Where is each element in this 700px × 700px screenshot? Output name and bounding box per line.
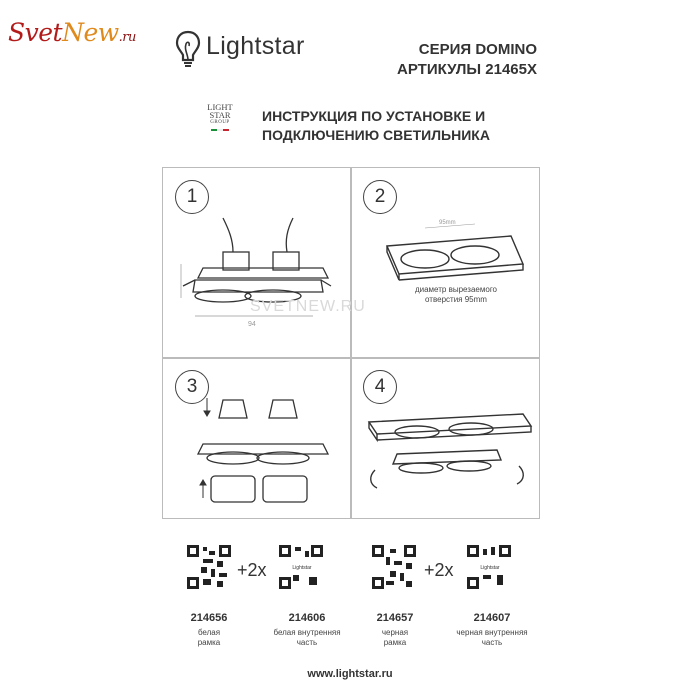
step-number: 2: [363, 180, 397, 214]
step-1-dim-label: 94: [248, 321, 256, 328]
article-desc-line1: белая: [197, 628, 221, 637]
article-number: 214657: [376, 612, 414, 624]
step-1-illustration: 94: [180, 217, 332, 328]
qr-center-label: Lightstar: [480, 565, 500, 571]
step-number: 1: [175, 180, 209, 214]
articles-title: АРТИКУЛЫ 21465X: [397, 61, 537, 78]
article-desc: белая рамка: [154, 628, 264, 648]
series-info: СЕРИЯ DOMINO АРТИКУЛЫ 21465X: [397, 40, 537, 80]
series-title: СЕРИЯ DOMINO: [418, 41, 537, 58]
article-desc-line1: черная: [381, 628, 409, 637]
article-desc: черная внутренняя часть: [437, 628, 547, 648]
article-number: 214606: [288, 612, 326, 624]
cutout-note-line1: диаметр вырезаемого: [414, 285, 498, 294]
multiplier-label: +2x: [424, 560, 454, 580]
step-2-dim-label: 95mm: [439, 220, 456, 226]
svetnew-mid: New: [62, 18, 119, 47]
instruction-title: ИНСТРУКЦИЯ ПО УСТАНОВКЕ И ПОДКЛЮЧЕНИЮ СВ…: [262, 107, 490, 145]
article-desc: белая внутренняя часть: [252, 628, 362, 648]
svetnew-suffix: .ru: [118, 30, 137, 45]
instruction-line1: ИНСТРУКЦИЯ ПО УСТАНОВКЕ И: [262, 108, 486, 124]
article-number: 214607: [473, 612, 511, 624]
step-panel-2: 2 95mm диаметр вырезаемого отверстия 95m…: [350, 167, 540, 359]
group-logo-line3: GROUP: [210, 120, 230, 125]
step-3-illustration: [196, 398, 330, 503]
svetnew-logo: SvetNew.ru: [8, 18, 136, 47]
article-desc: черная рамка: [340, 628, 450, 648]
svetnew-prefix: Svet: [8, 18, 63, 47]
article-desc-line1: белая внутренняя: [273, 628, 341, 637]
step-4-illustration: [367, 413, 533, 489]
step-number: 4: [363, 370, 397, 404]
qr-code-lightstar-icon: Lightstar: [467, 545, 511, 589]
article-desc-line1: черная внутренняя: [456, 628, 528, 637]
cutout-note-line2: отверстия 95mm: [425, 295, 487, 304]
step-panel-3: 3: [162, 357, 352, 519]
italian-flag-icon: [204, 129, 236, 131]
step-number: 3: [175, 370, 209, 404]
article-number: 214656: [190, 612, 228, 624]
qr-code-icon: [372, 545, 416, 589]
group-logo-line2: STAR: [209, 110, 231, 120]
instruction-line2: ПОДКЛЮЧЕНИЮ СВЕТИЛЬНИКА: [262, 127, 490, 143]
lightstar-group-logo: LIGHT STAR GROUP: [204, 103, 236, 131]
step-2-illustration: 95mm: [385, 220, 525, 281]
qr-center-label: Lightstar: [292, 565, 312, 571]
step-panel-4: 4: [350, 357, 540, 519]
qr-code-icon: [187, 545, 231, 589]
footer-url[interactable]: www.lightstar.ru: [307, 668, 393, 680]
group-logo-line1: LIGHT: [207, 102, 233, 112]
cutout-note: диаметр вырезаемого отверстия 95mm: [381, 285, 531, 305]
brand-name: Lightstar: [206, 32, 305, 60]
lightbulb-icon: [175, 30, 201, 67]
step-panel-1: 1 94: [162, 167, 352, 359]
article-desc-line2: рамка: [197, 638, 221, 647]
article-desc-line2: часть: [296, 638, 318, 647]
article-desc-line2: часть: [481, 638, 503, 647]
qr-code-lightstar-icon: Lightstar: [279, 545, 323, 589]
article-desc-line2: рамка: [383, 638, 407, 647]
watermark: SVETNEW.RU: [250, 298, 366, 315]
multiplier-label: +2x: [237, 560, 267, 580]
